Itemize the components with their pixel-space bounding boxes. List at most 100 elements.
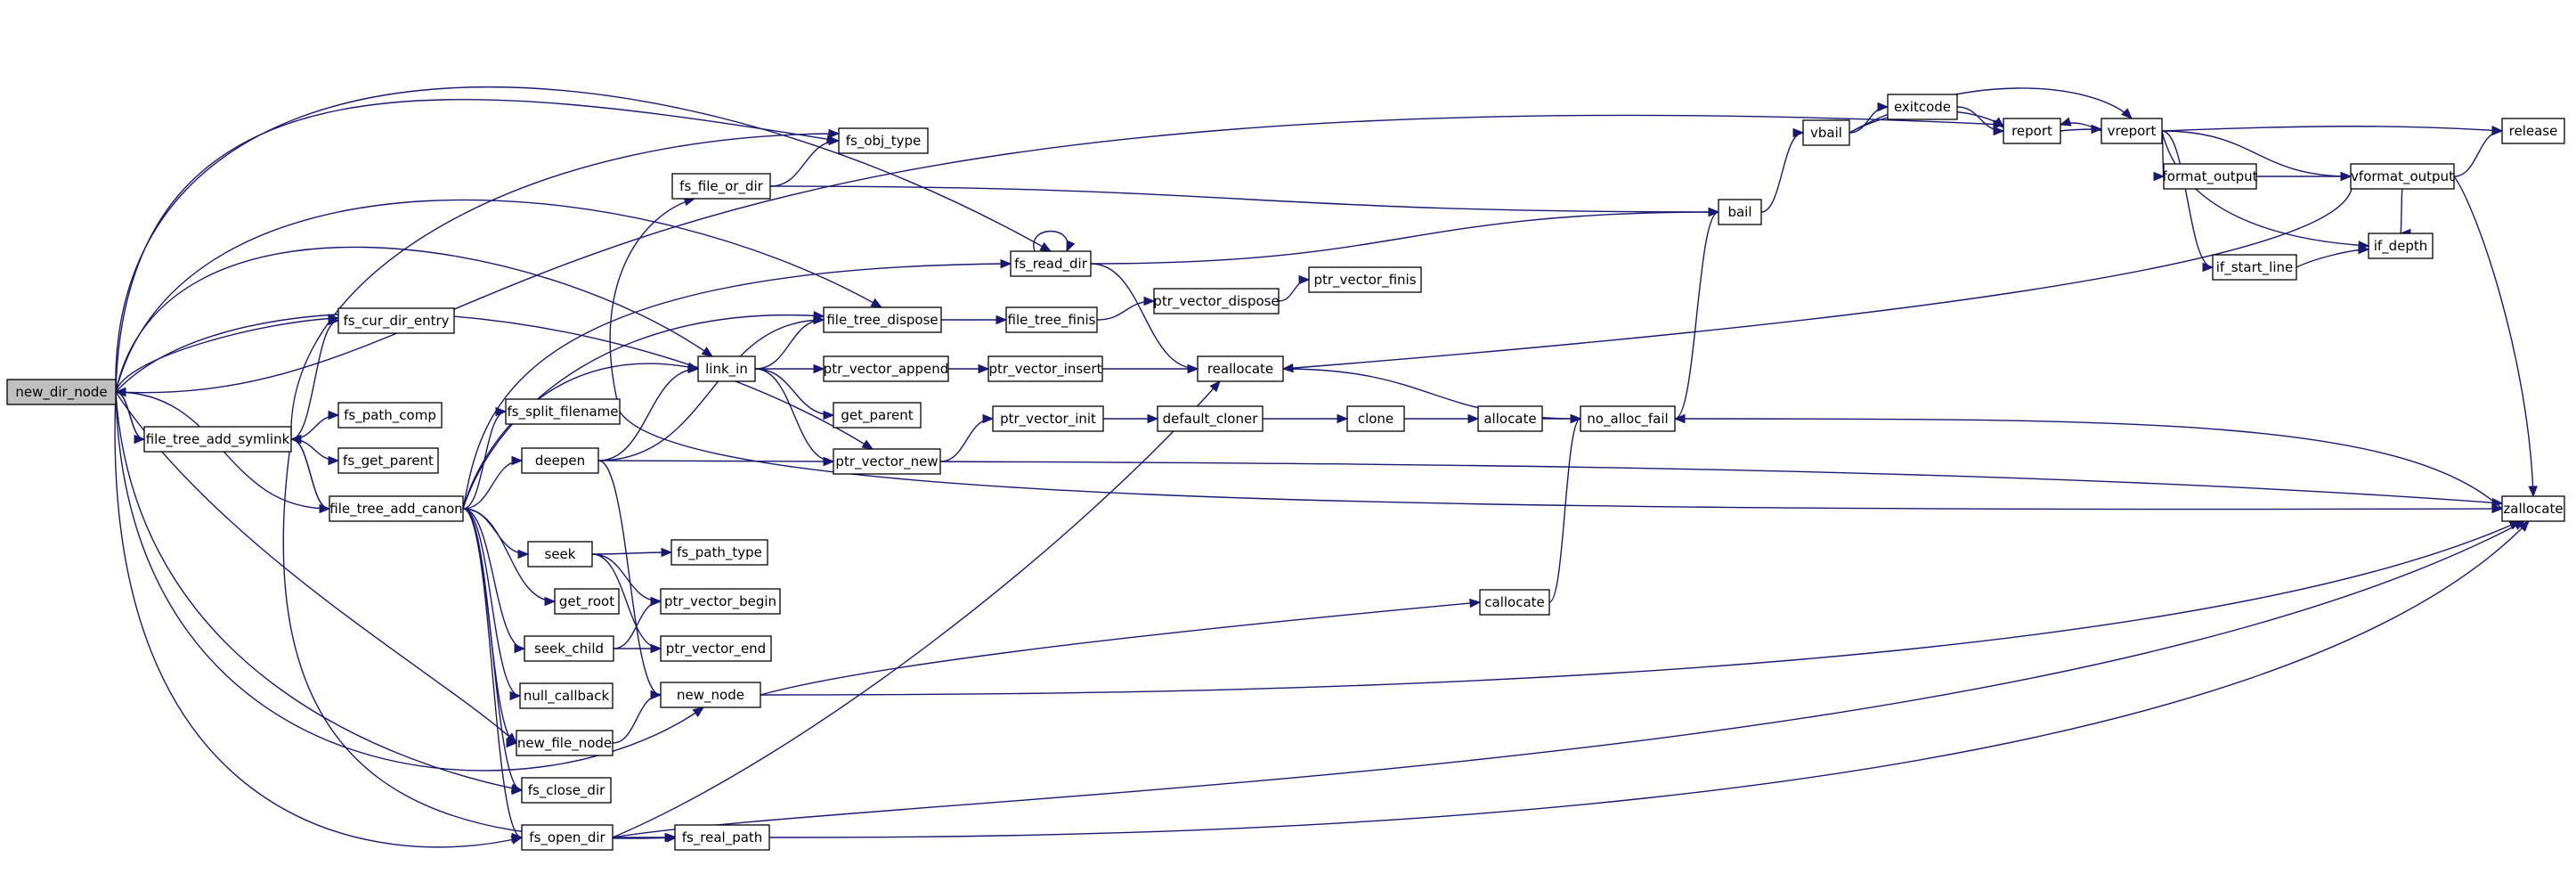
edge-arrowhead	[2528, 486, 2538, 498]
node-report[interactable]: report	[2003, 118, 2061, 144]
edge-fs_file_or_dir-to-fs_obj_type	[769, 140, 840, 187]
node-label: fs_get_parent	[343, 453, 434, 470]
node-ptr-vector-new[interactable]: ptr_vector_new	[833, 448, 941, 475]
node-file-tree-dispose[interactable]: file_tree_dispose	[823, 306, 942, 333]
edge-arrowhead	[2358, 244, 2370, 255]
node-box	[527, 541, 593, 568]
edge-arrowhead	[2202, 262, 2214, 273]
node-reallocate[interactable]: reallocate	[1197, 355, 1284, 382]
node-label: fs_file_or_dir	[679, 178, 763, 195]
node-label: fs_close_dir	[528, 782, 605, 799]
node-new-file-node[interactable]: new_file_node	[516, 730, 614, 756]
node-new-node[interactable]: new_node	[660, 682, 761, 708]
node-seek[interactable]: seek	[527, 541, 593, 568]
edge-arrowhead	[701, 347, 714, 357]
node-fs-get-parent[interactable]: fs_get_parent	[337, 447, 439, 474]
node-box	[505, 398, 621, 425]
node-deepen[interactable]: deepen	[521, 447, 599, 474]
node-label: seek_child	[534, 641, 604, 657]
node-box	[521, 777, 612, 804]
node-fs-path-type[interactable]: fs_path_type	[670, 539, 768, 566]
node-fs-cur-dir-entry[interactable]: fs_cur_dir_entry	[337, 307, 455, 334]
node-bail[interactable]: bail	[1718, 199, 1762, 225]
edge-deepen-to-file_tree_dispose	[597, 319, 825, 461]
node-ptr-vector-dispose[interactable]: ptr_vector_dispose	[1153, 288, 1280, 314]
edge-fs_split_filename-to-fs_file_or_dir	[609, 198, 695, 412]
node-null-callback[interactable]: null_callback	[519, 682, 614, 709]
node-file-tree-add-canon[interactable]: file_tree_add_canon	[329, 495, 464, 522]
node-file-tree-finis[interactable]: file_tree_finis	[1005, 306, 1098, 333]
edge-arrowhead	[2153, 171, 2166, 182]
node-fs-obj-type[interactable]: fs_obj_type	[838, 127, 929, 154]
node-release[interactable]: release	[2501, 118, 2565, 144]
node-fs-close-dir[interactable]: fs_close_dir	[521, 777, 612, 804]
node-zallocate[interactable]: zallocate	[2501, 495, 2565, 522]
node-no-alloc-fail[interactable]: no_alloc_fail	[1580, 405, 1676, 432]
node-fs-split-filename[interactable]: fs_split_filename	[505, 398, 621, 425]
edge-arrowhead	[2121, 108, 2133, 119]
edge-arrowhead	[1708, 207, 1720, 217]
node-if-start-line[interactable]: if_start_line	[2212, 254, 2297, 281]
edge-new_dir_node-to-file_tree_dispose	[115, 199, 882, 393]
edge-arrowhead	[1298, 274, 1311, 285]
edge-file_tree_add_canon-to-null_callback	[462, 508, 521, 697]
edge-arrowhead	[289, 434, 302, 445]
node-label: fs_path_comp	[344, 407, 436, 424]
node-exitcode[interactable]: exitcode	[1887, 94, 1958, 120]
node-fs-path-comp[interactable]: fs_path_comp	[337, 402, 443, 429]
node-ptr-vector-append[interactable]: ptr_vector_append	[823, 355, 949, 382]
node-box	[1005, 306, 1098, 333]
node-label: vformat_output	[2351, 168, 2454, 185]
node-box	[2101, 118, 2163, 144]
node-ptr-vector-init[interactable]: ptr_vector_init	[992, 405, 1104, 432]
node-link-in[interactable]: link_in	[697, 355, 756, 382]
node-fs-open-dir[interactable]: fs_open_dir	[521, 824, 614, 851]
edge-vreport-to-vformat_output	[2161, 130, 2352, 177]
node-ptr-vector-begin[interactable]: ptr_vector_begin	[660, 588, 781, 615]
edge-vreport-to-if_depth	[2161, 130, 2369, 247]
node-new-dir-node[interactable]: new_dir_node	[6, 379, 117, 405]
edge-arrowhead	[1147, 413, 1159, 424]
edge-arrowhead	[328, 455, 340, 466]
node-fs-read-dir[interactable]: fs_read_dir	[1010, 250, 1092, 277]
node-fs-file-or-dir[interactable]: fs_file_or_dir	[671, 173, 771, 200]
edge-vformat_output-to-release	[2453, 130, 2503, 177]
node-box	[2501, 495, 2565, 522]
node-default-cloner[interactable]: default_cloner	[1157, 405, 1264, 432]
node-box	[516, 730, 614, 756]
node-seek-child[interactable]: seek_child	[524, 635, 614, 662]
node-vformat-output[interactable]: vformat_output	[2350, 163, 2455, 190]
edge-arrowhead	[982, 413, 995, 424]
node-label: file_tree_dispose	[826, 312, 938, 329]
edge-arrowhead	[328, 410, 340, 421]
node-label: null_callback	[524, 688, 610, 705]
node-allocate[interactable]: allocate	[1477, 405, 1543, 432]
node-callocate[interactable]: callocate	[1479, 589, 1550, 616]
edge-arrowhead	[1209, 380, 1221, 393]
node-ptr-vector-end[interactable]: ptr_vector_end	[660, 635, 772, 662]
edge-arrowhead	[1992, 117, 2004, 128]
node-get-parent[interactable]: get_parent	[833, 402, 922, 429]
node-clone[interactable]: clone	[1346, 405, 1405, 432]
node-label: file_tree_add_canon	[329, 501, 462, 518]
node-ptr-vector-insert[interactable]: ptr_vector_insert	[987, 355, 1103, 382]
edge-new_node-to-zallocate	[760, 520, 2521, 696]
node-if-depth[interactable]: if_depth	[2368, 233, 2434, 259]
node-box	[6, 379, 117, 405]
node-vbail[interactable]: vbail	[1802, 119, 1850, 146]
edge-arrowhead	[1143, 296, 1156, 306]
edge-if_start_line-to-if_depth	[2296, 249, 2369, 268]
node-get-root[interactable]: get_root	[554, 588, 620, 615]
node-file-tree-add-symlink[interactable]: file_tree_add_symlink	[143, 426, 292, 453]
edge-file_tree_add_canon-to-file_tree_dispose	[462, 314, 825, 510]
edge-deepen-to-link_in	[597, 368, 699, 461]
edge-arrowhead	[650, 690, 662, 700]
node-format-output[interactable]: format_output	[2162, 163, 2258, 190]
node-label: ptr_vector_begin	[664, 593, 776, 610]
node-box	[823, 306, 942, 333]
node-vreport[interactable]: vreport	[2101, 118, 2163, 144]
node-box	[660, 682, 761, 708]
node-fs-real-path[interactable]: fs_real_path	[674, 824, 770, 851]
node-ptr-vector-finis[interactable]: ptr_vector_finis	[1308, 266, 1422, 293]
edge-arrowhead	[517, 549, 530, 559]
